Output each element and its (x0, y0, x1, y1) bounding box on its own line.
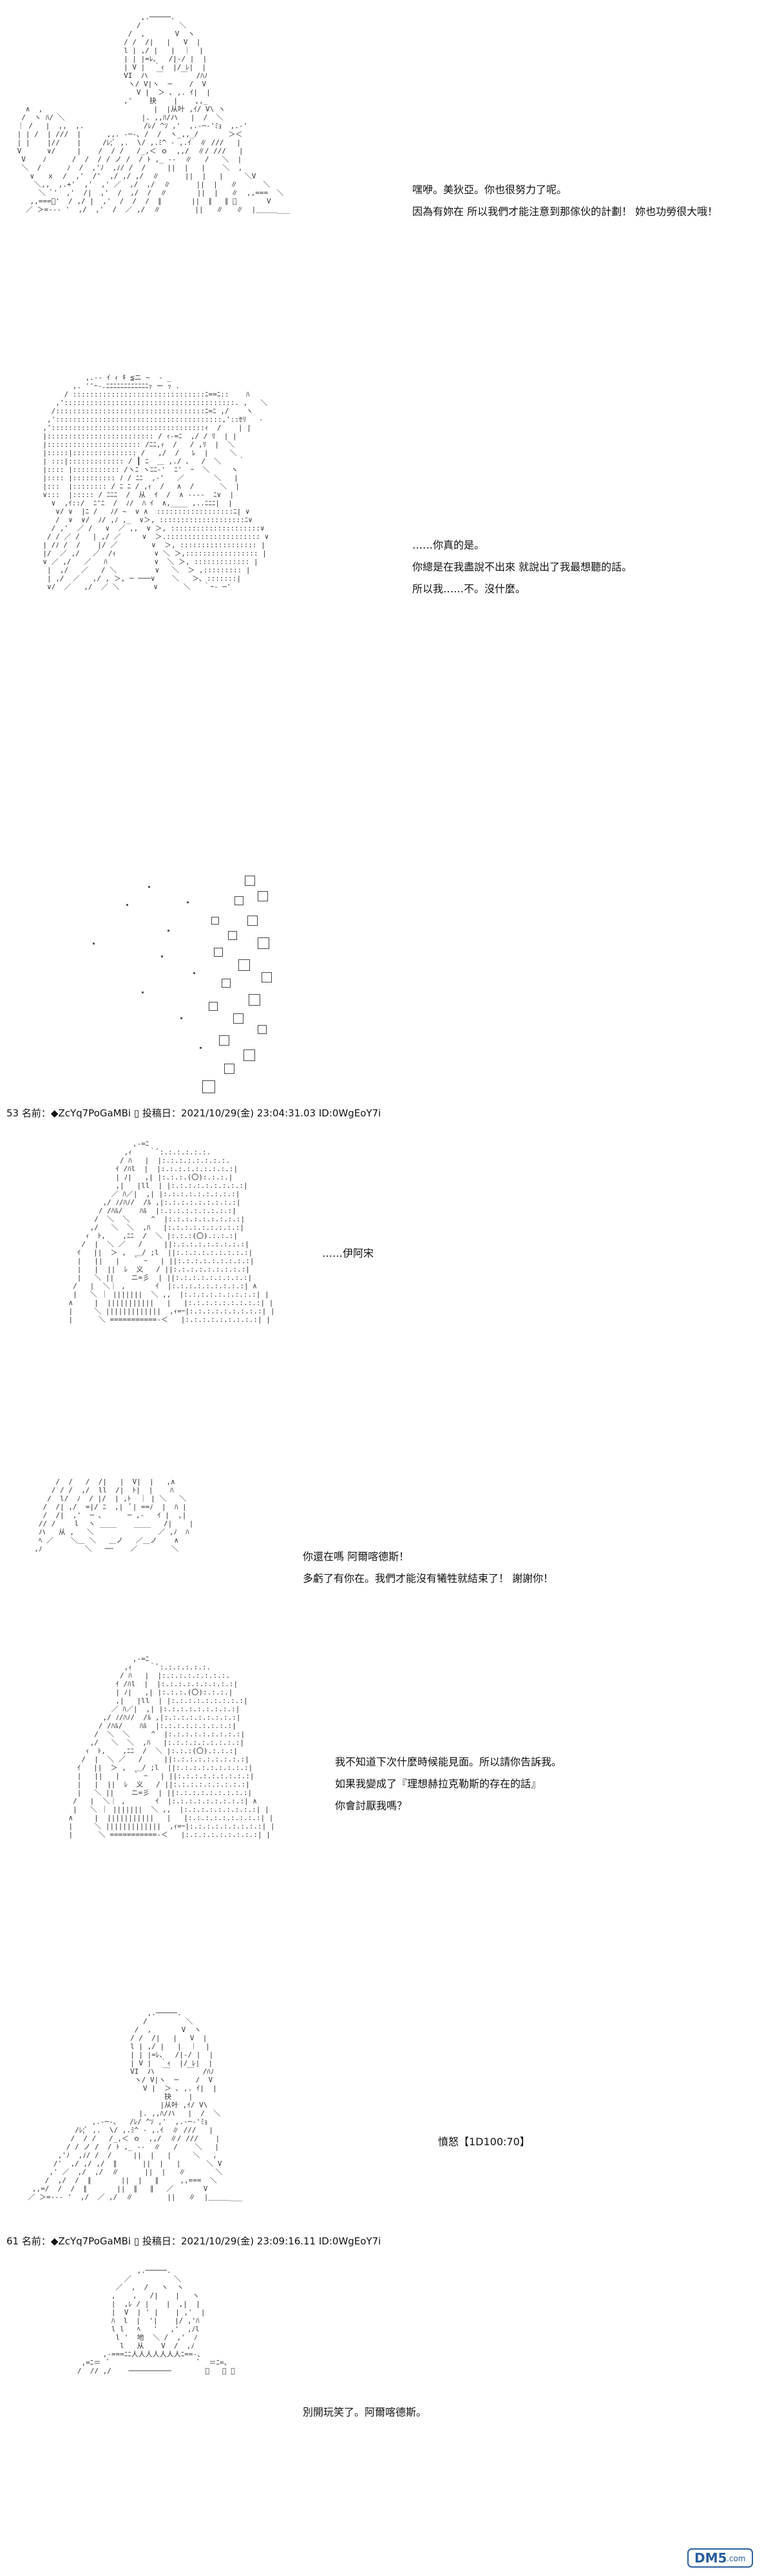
particle-square (222, 979, 231, 988)
dialogue-line: 如果我變成了『理想赫拉克勒斯的存在的話』 (335, 1778, 542, 1790)
particle-square (238, 959, 250, 971)
dialogue-line: 嘿咿。美狄亞。你也很努力了呢。 (412, 183, 568, 196)
post-id[interactable]: ID:0WgEoY7i (318, 1107, 381, 1119)
post-date-label: 投稿日： (142, 2235, 181, 2247)
post-id[interactable]: ID:0WgEoY7i (318, 2235, 381, 2247)
separator-icon: ▯ (133, 2235, 140, 2247)
particle-square (228, 931, 237, 940)
dialogue-line: 我不知道下次什麼時候能見面。所以請你告訴我。 (335, 1756, 562, 1768)
dialogue-block: 你還在嗎 阿爾喀德斯！ 多虧了有你在。我們才能沒有犧牲就結束了！ 謝謝你！ (303, 1546, 553, 1590)
particle-square (258, 891, 268, 901)
dialogue-block: 憤怒【1D100:70】 (438, 2131, 530, 2153)
post-name-label: 名前： (21, 2235, 51, 2247)
dialogue-block: 別開玩笑了。阿爾喀德斯。 (303, 2402, 426, 2423)
dialogue-line: 你總是在我盡說不出來 就說出了我最想聽的話。 (412, 561, 633, 573)
dialogue-line: ……你真的是。 (412, 539, 485, 551)
ascii-art-jason-smiling: ,.─────. / ＼ / , V ヽ / / /| | V | l | ,/… (28, 2009, 243, 2201)
particle-dot (142, 992, 144, 993)
post-header: 53 名前：◆ZcYq7PoGaMBi ▯ 投稿日：2021/10/29(金) … (6, 1106, 381, 1120)
ascii-art-medea: ,.-‐ ｲ ｨ ｷ ≦ニ ~ ‐ _ ,. ''ｰ-.ﾆﾆﾆﾆﾆﾆﾆﾆﾆﾆﾆﾆ… (43, 373, 269, 591)
particle-square (245, 876, 255, 886)
particle-square (219, 1035, 229, 1046)
dialogue-block: ……你真的是。 你總是在我盡說不出來 就說出了我最想聽的話。 所以我……不。沒什… (412, 534, 632, 600)
particle-square (214, 948, 223, 957)
dialogue-line: 因為有妳在 所以我們才能注意到那傢伙的計劃！ 妳也功勞很大哦！ (412, 205, 718, 218)
particle-square (258, 1025, 267, 1034)
dialogue-line: 多虧了有你在。我們才能沒有犧牲就結束了！ 謝謝你！ (303, 1572, 554, 1584)
particle-square (233, 1013, 243, 1024)
dialogue-block: ……伊阿宋 (322, 1243, 374, 1264)
particle-square (224, 1064, 234, 1074)
particle-square (249, 994, 260, 1006)
particle-dot (148, 886, 150, 888)
particle-square (247, 916, 258, 926)
ascii-art-medea-back: ,.─────. ／ ＼ ／ , / ヽ ヽ , , /| | ヽ | ,ﾚ /… (77, 2266, 235, 2375)
particle-square (202, 1080, 215, 1093)
dm5-logo-icon (687, 2548, 753, 2568)
particle-square (262, 972, 272, 982)
ascii-art-alcides: ,-=ﾆ ,ｨ ｀ﾞ:.:.:.:.:.:. / ﾊ | |:.:.:.:.:.… (68, 1655, 275, 1839)
dialogue-line: 你會討厭我嗎？ (335, 1800, 408, 1812)
particle-dot (93, 943, 95, 945)
particle-square (234, 896, 243, 905)
dialogue-block: 我不知道下次什麼時候能見面。所以請你告訴我。 如果我變成了『理想赫拉克勒斯的存在… (335, 1751, 562, 1817)
particle-dot (167, 930, 169, 932)
dialogue-line: ……伊阿宋 (322, 1247, 374, 1259)
particle-dot (180, 1017, 182, 1019)
post-number: 53 (6, 1107, 19, 1119)
particle-square (209, 1002, 218, 1011)
ascii-art-jason-close-up: / / / /| | V| | ,∧ / / / ,/ ll /| ﾄ| | ﾊ… (34, 1478, 194, 1553)
watermark-suffix: .com (727, 2554, 746, 2563)
particle-square (211, 917, 219, 925)
particle-square (243, 1049, 255, 1061)
dialogue-line: 你還在嗎 阿爾喀德斯！ (303, 1550, 410, 1563)
dialogue-line: 憤怒【1D100:70】 (438, 2136, 530, 2148)
watermark-text: DM5 (694, 2550, 727, 2566)
dialogue-line: 所以我……不。沒什麼。 (412, 583, 526, 595)
post-number: 61 (6, 2235, 19, 2247)
post-name-label: 名前： (21, 1107, 51, 1119)
dissolve-particles (64, 876, 399, 1095)
particle-dot (193, 972, 195, 974)
ascii-art-alcides: ,-=ﾆ ,ｨ ｀ﾞ:.:.:.:.:.:. / ﾊ | |:.:.:.:.:.… (68, 1140, 275, 1324)
particle-dot (200, 1047, 202, 1049)
dialogue-block: 嘿咿。美狄亞。你也很努力了呢。 因為有妳在 所以我們才能注意到那傢伙的計劃！ 妳… (412, 179, 718, 223)
post-datetime: 2021/10/29(金) 23:04:31.03 (180, 1107, 316, 1119)
post-header: 61 名前：◆ZcYq7PoGaMBi ▯ 投稿日：2021/10/29(金) … (6, 2234, 381, 2248)
ascii-art-jason-waving: ,.─────. / ＼ / , V ヽ / / /| | V | l | ,/… (17, 13, 291, 214)
particle-dot (161, 955, 163, 957)
particle-dot (126, 904, 128, 906)
watermark-logo: DM5 .com (687, 2545, 764, 2571)
post-trip[interactable]: ◆ZcYq7PoGaMBi (50, 2235, 131, 2247)
particle-square (258, 937, 269, 949)
particle-dot (187, 901, 189, 903)
post-datetime: 2021/10/29(金) 23:09:16.11 (180, 2235, 316, 2247)
post-trip[interactable]: ◆ZcYq7PoGaMBi (50, 1107, 131, 1119)
dialogue-line: 別開玩笑了。阿爾喀德斯。 (303, 2406, 427, 2418)
separator-icon: ▯ (133, 1107, 140, 1119)
post-date-label: 投稿日： (142, 1107, 181, 1119)
